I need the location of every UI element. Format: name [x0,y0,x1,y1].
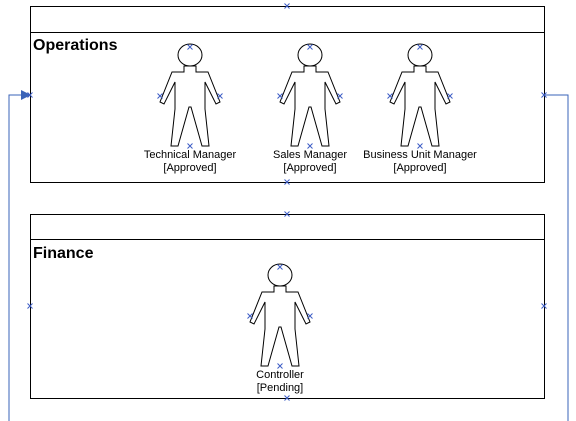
connection-point-marker[interactable] [27,303,33,309]
connection-point-marker[interactable] [277,93,283,99]
actor-status: [Approved] [393,162,446,174]
connection-point-marker[interactable] [27,92,33,98]
actor-status: [Approved] [163,162,216,174]
actor-status: [Approved] [283,162,336,174]
actor-name: Business Unit Manager [363,149,477,161]
connection-point-marker[interactable] [284,395,290,401]
actor-technical-manager[interactable]: Technical Manager [Approved] [144,43,237,174]
connection-point-marker[interactable] [157,93,163,99]
connection-point-marker[interactable] [284,179,290,185]
connection-points [27,3,547,401]
connection-point-marker[interactable] [247,313,253,319]
connection-point-marker[interactable] [217,93,223,99]
lane-title-finance: Finance [33,245,94,262]
connection-point-marker[interactable] [187,44,193,50]
connection-point-marker[interactable] [417,143,423,149]
finance-lane[interactable]: Finance Controller [Pending] [30,214,545,399]
lane-title-operations: Operations [33,37,118,54]
connection-point-marker[interactable] [417,44,423,50]
actor-business-unit-manager[interactable]: Business Unit Manager [Approved] [363,43,477,174]
connection-point-marker[interactable] [541,303,547,309]
connection-point-marker[interactable] [541,92,547,98]
connection-point-marker[interactable] [447,93,453,99]
actor-name: Technical Manager [144,149,237,161]
operations-lane[interactable]: Operations Technical Manager [Approved] … [30,6,545,183]
connection-point-marker[interactable] [284,3,290,9]
actor-name: Controller [256,369,304,381]
actor-controller[interactable]: Controller [Pending] [249,263,311,394]
connection-point-marker[interactable] [307,44,313,50]
connection-point-marker[interactable] [284,211,290,217]
connection-point-marker[interactable] [187,143,193,149]
actor-name: Sales Manager [273,149,347,161]
connection-point-marker[interactable] [307,143,313,149]
connection-point-marker[interactable] [277,363,283,369]
connection-point-marker[interactable] [277,264,283,270]
connector-left[interactable] [8,90,31,421]
connection-point-marker[interactable] [307,313,313,319]
actor-status: [Pending] [257,382,303,394]
actor-sales-manager[interactable]: Sales Manager [Approved] [273,43,347,174]
connection-point-marker[interactable] [387,93,393,99]
connection-point-marker[interactable] [337,93,343,99]
